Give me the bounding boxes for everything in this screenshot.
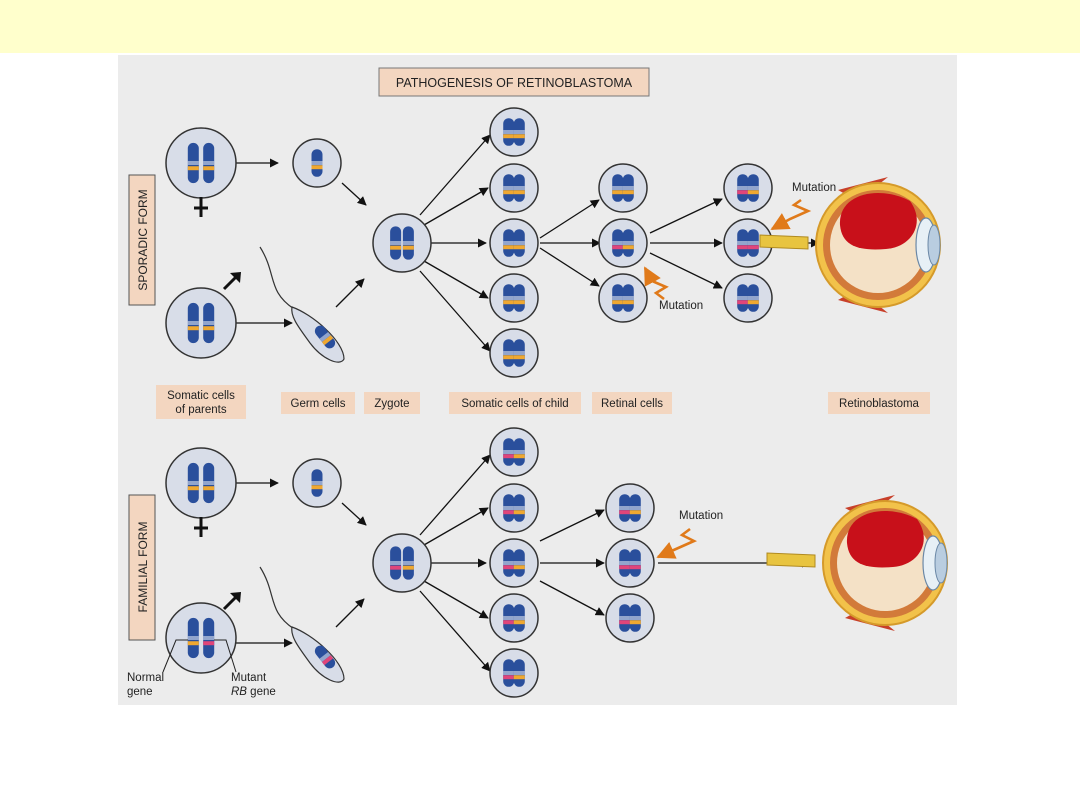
male-symbol [222,272,241,291]
label-retinal-cells: Retinal cells [592,392,672,414]
child-somatic-cell [489,427,539,477]
retinal-cell [598,273,648,323]
zygote-cell [372,533,432,593]
mutation-arrow [770,198,812,231]
svg-text:SPORADIC FORM: SPORADIC FORM [136,189,150,290]
svg-text:FAMILIAL FORM: FAMILIAL FORM [136,522,150,613]
zygote-cell [372,213,432,273]
retinoblastoma-diagram: PATHOGENESIS OF RETINOBLASTOMA SPORADIC … [127,67,948,698]
svg-text:Mutant: Mutant [231,672,267,684]
flow-arrow [423,580,489,619]
sporadic-form-label: SPORADIC FORM [128,174,156,306]
flow-arrow [539,247,600,287]
diagram-title: PATHOGENESIS OF RETINOBLASTOMA [396,76,633,90]
svg-text:of parents: of parents [175,404,226,416]
mutation-label: Mutation [679,510,723,522]
label-somatic-child: Somatic cells of child [449,392,581,414]
male-symbol [222,592,241,611]
eyes [759,177,948,631]
flow-arrow [649,252,723,289]
label-somatic-parents: Somatic cells of parents [156,385,246,419]
retinal-cell [598,163,648,213]
sperm-cell [259,566,345,683]
flow-arrow [649,198,723,234]
retinal-cell [605,593,655,643]
child-somatic-cell [489,107,539,157]
retinal-cell [605,483,655,533]
child-somatic-cell [489,593,539,643]
flow-arrow [423,507,489,546]
child-somatic-cell [489,273,539,323]
flow-arrow [341,182,367,206]
retinal-cell [723,218,773,268]
mutant-gene-callout: Mutant RB gene [214,639,276,698]
header-band [0,0,1080,53]
retinal-cell [723,163,773,213]
cells [165,107,773,698]
flow-arrow [419,454,491,536]
svg-text:Germ cells: Germ cells [291,398,346,410]
title-box: PATHOGENESIS OF RETINOBLASTOMA [378,67,650,97]
female-symbol [194,197,208,217]
child-somatic-cell [489,218,539,268]
germ-cell [292,138,342,188]
mutation-arrows [643,198,812,559]
sperm-cells [259,246,345,683]
svg-text:Retinoblastoma: Retinoblastoma [839,398,920,410]
flow-arrow [419,134,491,216]
child-somatic-cell [489,538,539,588]
mutation-label: Mutation [792,182,836,194]
child-somatic-cell [489,328,539,378]
child-somatic-cell [489,163,539,213]
female-symbol [194,517,208,537]
familial-form-label: FAMILIAL FORM [128,494,156,641]
flow-arrow [419,270,491,352]
parent-somatic-cell [165,127,237,199]
label-zygote: Zygote [364,392,420,414]
eye-with-tumor [759,177,941,313]
parent-somatic-cell [165,287,237,359]
svg-text:Somatic cells of child: Somatic cells of child [461,398,568,410]
retinal-cell [723,273,773,323]
flow-arrow [423,260,489,299]
svg-text:RB gene: RB gene [231,686,276,698]
parent-somatic-cell [165,447,237,519]
mutation-arrow [643,266,669,301]
retinal-cell [605,538,655,588]
flow-arrow [539,580,605,616]
flow-arrow [335,278,365,308]
svg-text:gene: gene [127,686,153,698]
label-germ-cells: Germ cells [281,392,355,414]
parent-somatic-cell [165,602,237,674]
retinal-cell [598,218,648,268]
germ-cell [292,458,342,508]
label-retinoblastoma: Retinoblastoma [828,392,930,414]
flow-arrow [539,199,600,239]
child-somatic-cell [489,648,539,698]
mutation-arrow [656,527,698,559]
svg-text:Normal: Normal [127,672,164,684]
flow-arrow [341,502,367,526]
svg-text:Retinal cells: Retinal cells [601,398,663,410]
child-somatic-cell [489,483,539,533]
flow-arrow [335,598,365,628]
flow-arrow [423,187,489,226]
mutation-label: Mutation [659,300,703,312]
flow-arrow [539,509,605,542]
eye-with-tumor [766,495,948,631]
flow-arrow [419,590,491,672]
sperm-cell [259,246,345,363]
normal-gene-callout: Normal gene [127,639,188,698]
svg-text:Zygote: Zygote [374,398,409,410]
svg-text:Somatic cells: Somatic cells [167,390,235,402]
